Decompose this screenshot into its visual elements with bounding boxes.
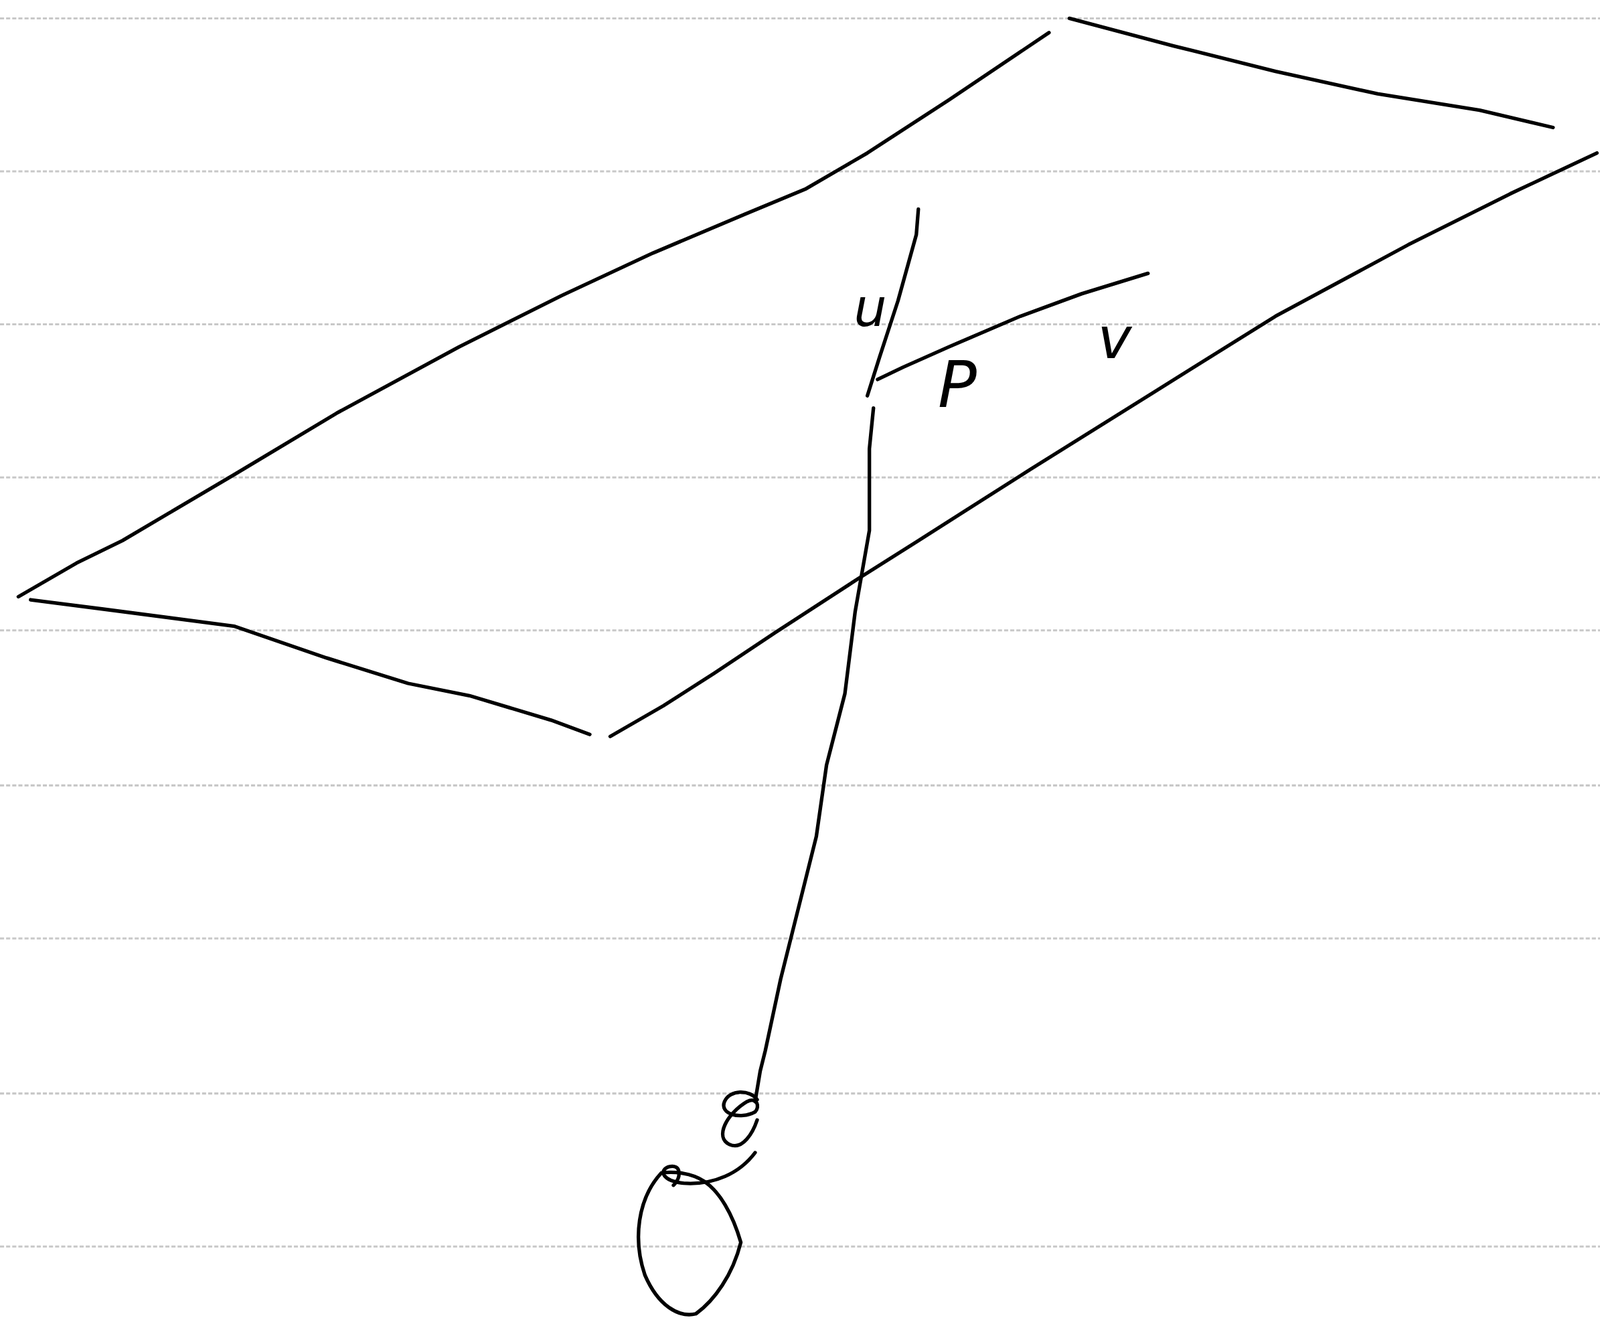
point-label: v: [1097, 309, 1133, 367]
rays: [638, 208, 1149, 1315]
point-label: P: [937, 352, 977, 418]
ruled-lines: [0, 18, 1600, 1247]
point-label: u: [853, 281, 887, 335]
plane: [18, 18, 1597, 737]
